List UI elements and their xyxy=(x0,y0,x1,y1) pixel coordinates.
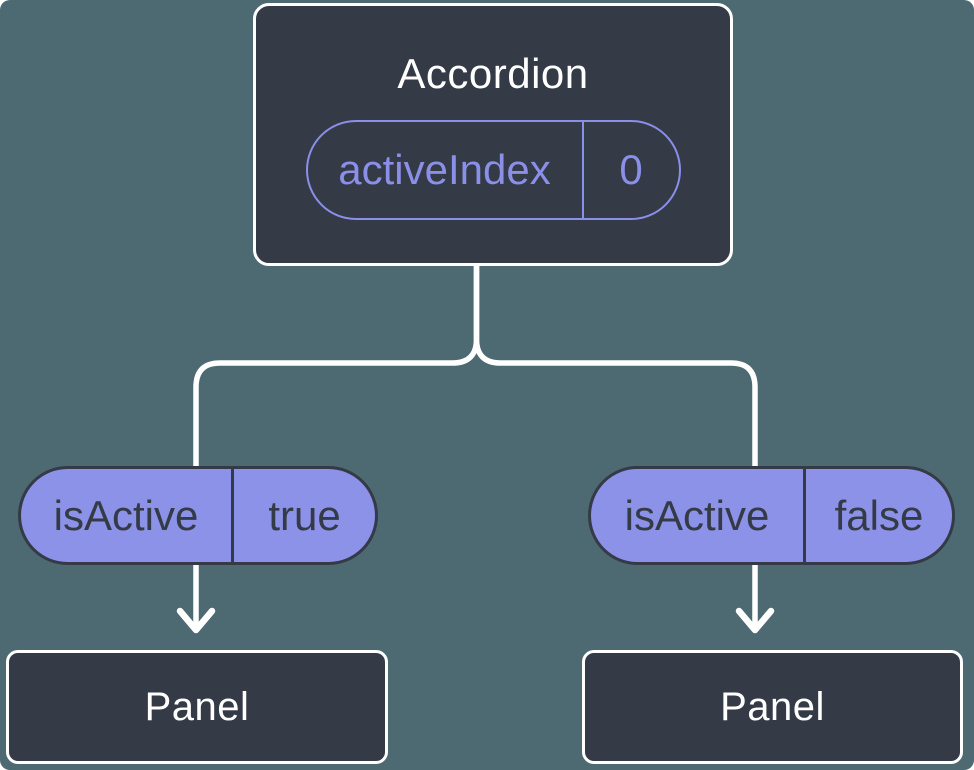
arrowhead-right-icon xyxy=(735,607,775,634)
prop-pill-name: isActive xyxy=(53,491,199,539)
state-pill-name: activeIndex xyxy=(338,145,551,193)
panel-node-title: Panel xyxy=(144,684,250,729)
state-pill-activeindex: activeIndex 0 xyxy=(305,119,681,220)
arrowhead-left-icon xyxy=(176,607,216,634)
state-pill-value: 0 xyxy=(581,121,679,218)
prop-pill-value: false xyxy=(803,469,952,562)
panel-node-right: Panel xyxy=(582,650,963,764)
panel-node-left: Panel xyxy=(6,650,388,764)
accordion-node: Accordion activeIndex 0 xyxy=(253,3,733,266)
panel-node-title: Panel xyxy=(720,684,825,729)
prop-pill-isactive-true: isActive true xyxy=(18,466,378,565)
prop-pill-value: true xyxy=(231,469,375,562)
prop-pill-isactive-false: isActive false xyxy=(588,466,955,565)
prop-pill-name: isActive xyxy=(624,491,770,539)
accordion-node-title: Accordion xyxy=(397,49,589,97)
branch-right-line xyxy=(473,264,758,629)
branch-left-line xyxy=(193,264,480,629)
